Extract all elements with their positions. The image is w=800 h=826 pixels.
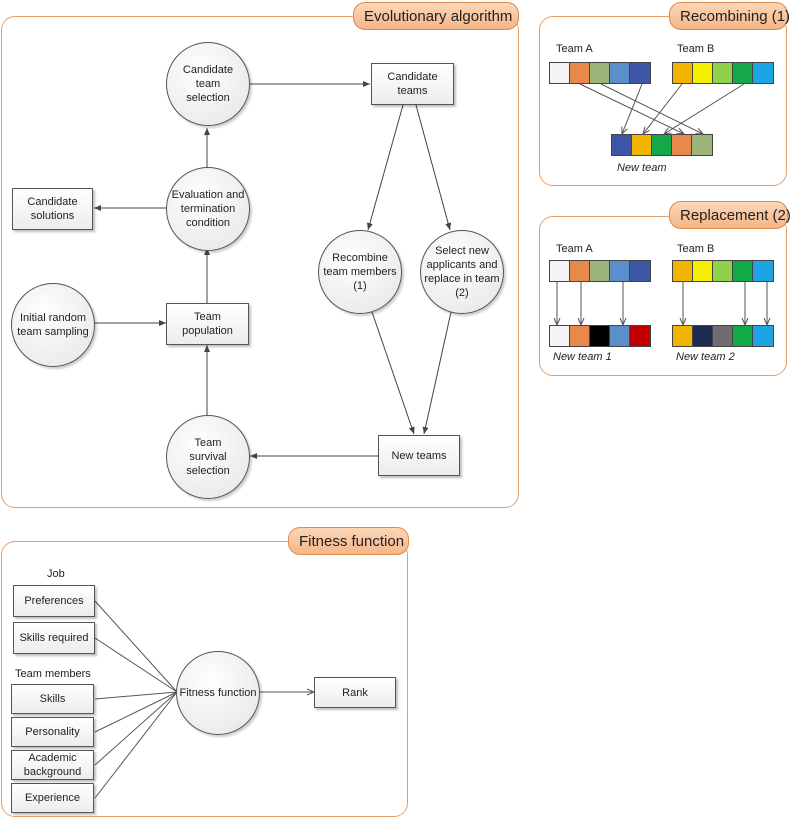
- replacement-new-team-2: [672, 325, 774, 347]
- candidate-solutions-node: Candidate solutions: [12, 188, 93, 230]
- recombining-team-b-label: Team B: [677, 43, 715, 55]
- member-chip-5: [630, 63, 650, 83]
- member-chip-4: [733, 261, 753, 281]
- evaluation-node: Evaluation and termination condition: [166, 167, 250, 251]
- member-chip-1: [550, 261, 570, 281]
- recombining-new-team-label: New team: [617, 162, 667, 174]
- replace-node: Select new applicants and replace in tea…: [420, 230, 504, 314]
- member-chip-1: [550, 63, 570, 83]
- replacement-team-b: [672, 260, 774, 282]
- member-chip-1: [612, 135, 632, 155]
- input-personality: Personality: [11, 717, 94, 747]
- team-population-node: Team population: [166, 303, 249, 345]
- recombining-team-a-label: Team A: [556, 43, 593, 55]
- evolutionary-algorithm-title: Evolutionary algorithm: [353, 2, 519, 30]
- member-chip-1: [673, 63, 693, 83]
- candidate-team-selection-node: Candidate team selection: [166, 42, 250, 126]
- member-chip-4: [733, 326, 753, 346]
- replacement-team-a: [549, 260, 651, 282]
- input-experience: Experience: [11, 783, 94, 813]
- replacement-panel: [539, 216, 787, 376]
- recombining-panel: [539, 16, 787, 186]
- member-chip-1: [673, 326, 693, 346]
- rank-node: Rank: [314, 677, 396, 708]
- replacement-new-team-2-label: New team 2: [676, 351, 735, 363]
- member-chip-5: [630, 261, 650, 281]
- recombining-team-a: [549, 62, 651, 84]
- input-skills-required: Skills required: [13, 622, 95, 654]
- initial-sampling-node: Initial random team sampling: [11, 283, 95, 367]
- new-teams-node: New teams: [378, 435, 460, 476]
- member-chip-4: [733, 63, 753, 83]
- team-members-label: Team members: [15, 668, 91, 680]
- fitness-title: Fitness function: [288, 527, 409, 555]
- recombining-new-team: [611, 134, 713, 156]
- member-chip-3: [713, 63, 733, 83]
- member-chip-3: [652, 135, 672, 155]
- member-chip-4: [610, 261, 630, 281]
- member-chip-4: [672, 135, 692, 155]
- input-preferences: Preferences: [13, 585, 95, 617]
- member-chip-5: [630, 326, 650, 346]
- member-chip-1: [550, 326, 570, 346]
- member-chip-2: [570, 261, 590, 281]
- member-chip-2: [632, 135, 652, 155]
- member-chip-3: [590, 63, 610, 83]
- member-chip-2: [570, 326, 590, 346]
- member-chip-3: [713, 261, 733, 281]
- replacement-new-team-1-label: New team 1: [553, 351, 612, 363]
- member-chip-3: [590, 326, 610, 346]
- input-skills: Skills: [11, 684, 94, 714]
- member-chip-2: [570, 63, 590, 83]
- member-chip-2: [693, 63, 713, 83]
- recombining-title: Recombining (1): [669, 2, 790, 30]
- replacement-team-a-label: Team A: [556, 243, 593, 255]
- fitness-function-node: Fitness function: [176, 651, 260, 735]
- member-chip-4: [610, 63, 630, 83]
- replacement-title: Replacement (2): [669, 201, 791, 229]
- candidate-teams-node: Candidate teams: [371, 63, 454, 105]
- survival-node: Team survival selection: [166, 415, 250, 499]
- member-chip-3: [590, 261, 610, 281]
- member-chip-5: [692, 135, 712, 155]
- member-chip-5: [753, 261, 773, 281]
- job-label: Job: [47, 568, 65, 580]
- member-chip-5: [753, 326, 773, 346]
- member-chip-3: [713, 326, 733, 346]
- member-chip-5: [753, 63, 773, 83]
- replacement-new-team-1: [549, 325, 651, 347]
- replacement-team-b-label: Team B: [677, 243, 715, 255]
- recombining-team-b: [672, 62, 774, 84]
- member-chip-2: [693, 261, 713, 281]
- member-chip-2: [693, 326, 713, 346]
- member-chip-4: [610, 326, 630, 346]
- input-academic-background: Academic background: [11, 750, 94, 780]
- recombine-node: Recombine team members (1): [318, 230, 402, 314]
- member-chip-1: [673, 261, 693, 281]
